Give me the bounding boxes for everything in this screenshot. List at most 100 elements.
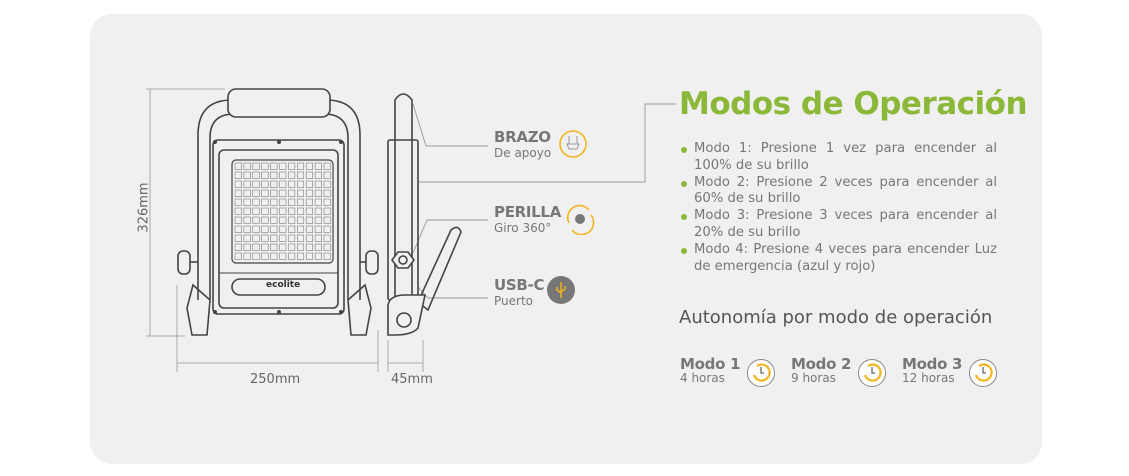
led-cell [261, 198, 269, 206]
led-cell [314, 198, 322, 206]
led-cell [297, 171, 305, 179]
led-cell [305, 225, 313, 233]
list-item: Modo 4: Presione 4 veces para encender L… [680, 242, 997, 276]
autonomy-mode-2: Modo 2 9 horas [791, 355, 886, 387]
led-cell [270, 189, 278, 197]
led-cell [279, 162, 287, 170]
led-cell [279, 234, 287, 242]
led-cell [270, 252, 278, 260]
clock-icon [969, 359, 997, 387]
led-cell [243, 225, 251, 233]
led-cell [252, 216, 260, 224]
led-cell [297, 243, 305, 251]
led-cell [234, 207, 242, 215]
led-cell [243, 243, 251, 251]
led-cell [297, 198, 305, 206]
autonomy-mode-3: Modo 3 12 horas [902, 355, 997, 387]
led-cell [305, 234, 313, 242]
led-cell [288, 216, 296, 224]
led-cell [314, 162, 322, 170]
mode-duration: 4 horas [680, 371, 725, 385]
led-cell [252, 207, 260, 215]
led-cell [323, 252, 331, 260]
list-item: Modo 2: Presione 2 veces para encender a… [680, 175, 997, 209]
led-cell [270, 171, 278, 179]
feature-title: USB-C [494, 276, 545, 294]
led-cell [323, 225, 331, 233]
led-cell [297, 189, 305, 197]
leader-lines [412, 103, 676, 299]
led-cell [288, 252, 296, 260]
led-cell [252, 243, 260, 251]
led-cell [270, 234, 278, 242]
led-cell [234, 198, 242, 206]
depth-dimension: 45mm [391, 372, 433, 387]
led-cell [297, 252, 305, 260]
led-cell [261, 180, 269, 188]
autonomy-title: Autonomía por modo de operación [679, 307, 993, 328]
led-cell [288, 171, 296, 179]
led-cell [297, 216, 305, 224]
feature-subtitle: De apoyo [494, 146, 552, 160]
led-cell [234, 180, 242, 188]
led-cell [297, 207, 305, 215]
led-cell [323, 207, 331, 215]
led-cell [252, 189, 260, 197]
led-cell [279, 252, 287, 260]
led-cell [270, 225, 278, 233]
led-cell [270, 162, 278, 170]
mode-name: Modo 3 [902, 355, 963, 373]
led-cell [243, 216, 251, 224]
feature-title: BRAZO [494, 128, 551, 146]
rotate-knob-icon [566, 204, 595, 235]
led-cell [270, 198, 278, 206]
led-cell [243, 198, 251, 206]
led-cell [279, 207, 287, 215]
led-cell [288, 243, 296, 251]
led-cell [270, 207, 278, 215]
front-view [177, 88, 379, 336]
led-cell [305, 216, 313, 224]
clock-icon [858, 359, 886, 387]
led-cell [323, 180, 331, 188]
led-cell [261, 243, 269, 251]
list-item: Modo 1: Presione 1 vez para encender al … [680, 141, 997, 175]
led-cell [252, 171, 260, 179]
led-cell [288, 225, 296, 233]
led-cell [279, 171, 287, 179]
led-cell [288, 198, 296, 206]
led-cell [261, 189, 269, 197]
led-cell [243, 171, 251, 179]
led-cell [261, 252, 269, 260]
led-cell [323, 216, 331, 224]
led-cell [270, 180, 278, 188]
led-cell [305, 180, 313, 188]
feature-title: PERILLA [494, 203, 561, 221]
led-cell [323, 189, 331, 197]
led-cell [305, 162, 313, 170]
led-cell [270, 243, 278, 251]
led-cell [252, 252, 260, 260]
mode-name: Modo 2 [791, 355, 852, 373]
led-cell [297, 180, 305, 188]
led-cell [314, 180, 322, 188]
led-cell [234, 162, 242, 170]
led-cell [314, 171, 322, 179]
led-cell [252, 225, 260, 233]
led-cell [288, 180, 296, 188]
modes-list: Modo 1: Presione 1 vez para encender al … [680, 141, 997, 275]
dimension-lines [146, 88, 424, 372]
led-cell [314, 216, 322, 224]
clock-icon [747, 359, 775, 387]
width-dimension: 250mm [250, 372, 301, 387]
led-cell [234, 171, 242, 179]
led-cell [305, 243, 313, 251]
feature-subtitle: Puerto [494, 294, 533, 308]
led-cell [288, 234, 296, 242]
support-arm-icon [559, 130, 587, 158]
led-cell [297, 234, 305, 242]
led-cell [243, 252, 251, 260]
feature-usbc: USB-C Puerto [494, 276, 544, 308]
led-cell [323, 162, 331, 170]
